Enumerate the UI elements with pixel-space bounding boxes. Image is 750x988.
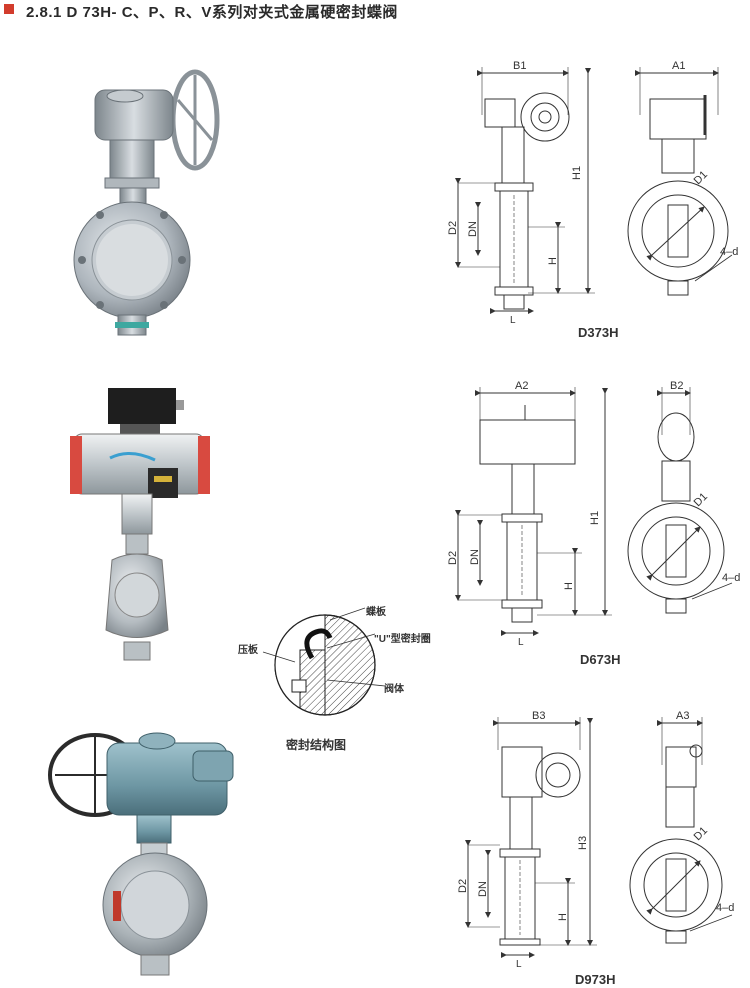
seal-detail-drawing: [274, 614, 376, 716]
seal-label-body: 阀体: [384, 684, 404, 695]
seal-label-u-seal: "U"型密封圈: [374, 634, 431, 645]
drawing-d373h: B1 A1 H1 D2 DN H L D1 4–d: [447, 60, 738, 326]
dim-b2: B2: [670, 380, 683, 392]
dim-b3: B3: [532, 710, 545, 722]
dim-h-3: H: [557, 913, 569, 921]
valve-photo-gear-operated: [73, 69, 220, 336]
dim-dn-2: DN: [469, 549, 481, 565]
valve-photo-pneumatic: [70, 388, 210, 661]
seal-detail-caption: 密封结构图: [286, 738, 347, 752]
dim-l-3: L: [516, 959, 522, 970]
dim-holes: 4–d: [720, 246, 738, 258]
dim-dn-3: DN: [477, 881, 489, 897]
seal-label-press-plate: 压板: [238, 645, 258, 656]
dim-h3: H3: [577, 836, 589, 850]
drawing-label-d373h: D373H: [578, 325, 619, 340]
dim-a2: A2: [515, 380, 528, 392]
drawing-d973h: B3 A3 H3 D2 DN H L D1 4–d: [457, 710, 734, 970]
dim-d2-2: D2: [447, 551, 459, 565]
dim-h1: H1: [571, 166, 583, 180]
page-title: 2.8.1 D 73H- C、P、R、V系列对夹式金属硬密封蝶阀: [26, 4, 398, 21]
dim-l-2: L: [518, 637, 524, 648]
dim-dn: DN: [467, 221, 479, 237]
dim-holes-2: 4–d: [722, 572, 740, 584]
seal-label-disc: 蝶板: [366, 607, 386, 618]
dim-h: H: [547, 257, 559, 265]
section-marker-icon: [4, 4, 14, 14]
dim-d2-3: D2: [457, 879, 469, 893]
drawing-d673h: A2 B2 H1 D2 DN H L D1 4–d: [447, 380, 740, 648]
drawing-label-d973h: D973H: [575, 972, 616, 987]
dim-l: L: [510, 315, 516, 326]
valve-photo-electric: [48, 732, 234, 976]
dim-h-2: H: [563, 582, 575, 590]
drawing-label-d673h: D673H: [580, 652, 621, 667]
dim-a1: A1: [672, 60, 685, 72]
dim-h1-2: H1: [589, 511, 601, 525]
dim-b1: B1: [513, 60, 526, 72]
dim-d2: D2: [447, 221, 459, 235]
dim-holes-3: 4–d: [716, 902, 734, 914]
seal-leader-lines: [262, 607, 386, 687]
dim-a3: A3: [676, 710, 689, 722]
